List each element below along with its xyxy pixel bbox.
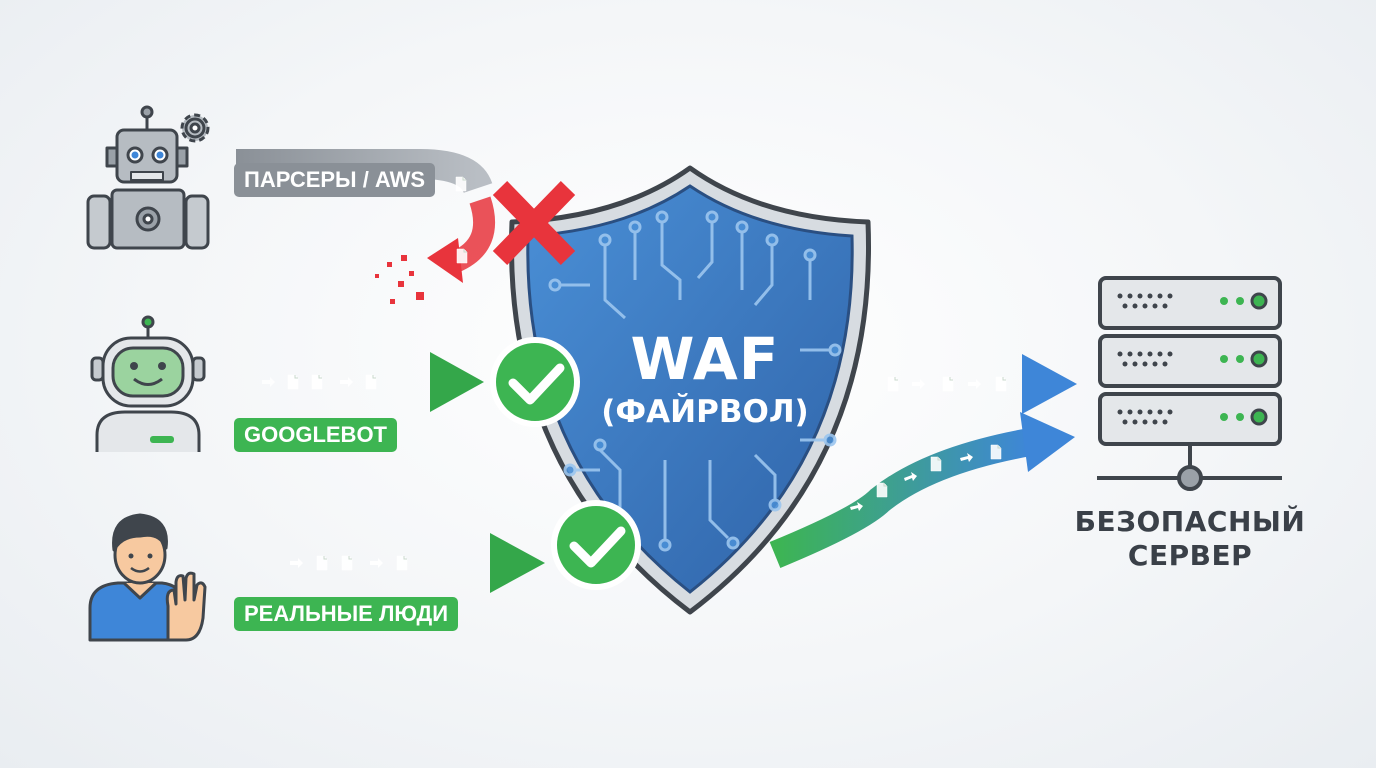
circuit-pattern [548,210,842,552]
blocked-particles [375,255,424,304]
people-output-arrowhead [1020,412,1075,472]
output-docs-1 [887,376,1007,392]
document-icon [455,176,467,192]
people-output-flow [769,428,1033,568]
googlebot-flow-docs [262,374,377,390]
document-icon [456,248,468,264]
person-waving-icon [88,513,207,642]
server-label-line1: БЕЗОПАСНЫЙ [1074,505,1306,538]
block-x-icon [492,181,576,265]
googlebot-robot-icon [90,315,206,452]
people-label: РЕАЛЬНЫЕ ЛЮДИ [234,597,459,631]
output-docs-2 [850,444,1002,511]
googlebot-output-arrowhead [1022,354,1077,414]
people-arrowhead [490,533,545,593]
check-icon [490,337,580,427]
blocked-arrowhead [427,238,463,283]
people-flow-docs [290,555,408,571]
server-label-line2: СЕРВЕР [1127,539,1253,572]
robot-parser-icon [86,105,210,250]
shield-title: WAF [630,325,780,393]
googlebot-arrowhead [430,352,484,412]
server-rack-icon [1097,276,1282,491]
parsers-label: ПАРСЕРЫ / AWS [234,163,436,197]
shield-subtitle: (ФАЙРВОЛ) [601,394,809,430]
googlebot-label: GOOGLEBOT [234,418,397,452]
check-icon [551,500,641,590]
server-label: БЕЗОПАСНЫЙ СЕРВЕР [1060,505,1320,573]
gear-icon [180,113,210,143]
